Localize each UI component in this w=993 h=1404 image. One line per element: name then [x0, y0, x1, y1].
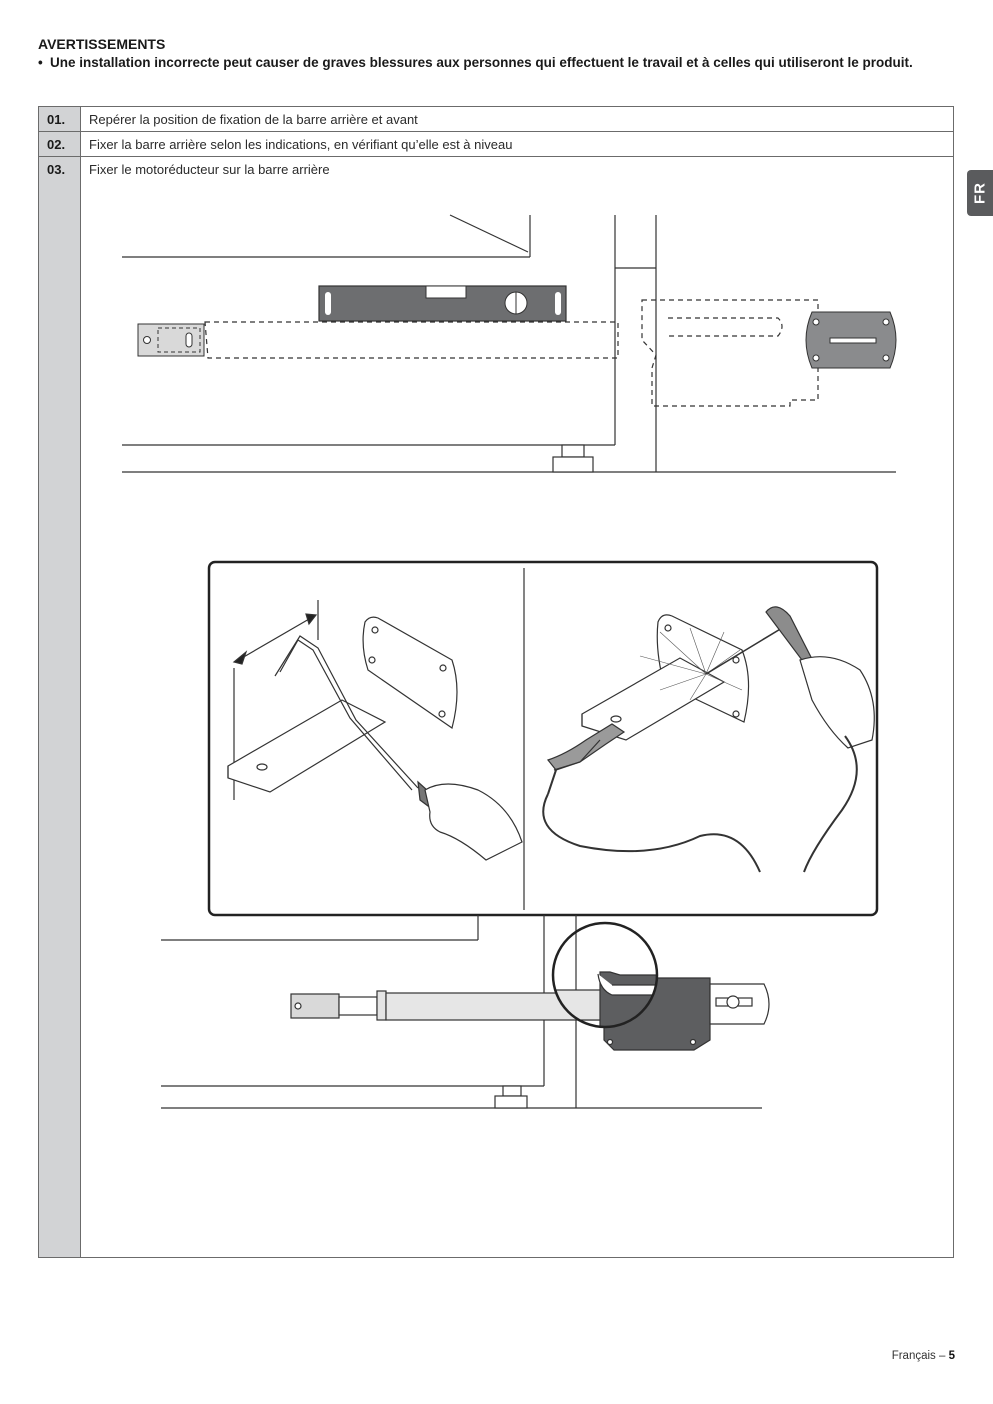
- motor-mount-illustration: [161, 915, 770, 1109]
- steps-table: 01. Repérer la position de fixation de l…: [38, 106, 954, 1258]
- footer-language: Français –: [891, 1350, 946, 1362]
- warning-text: Une installation incorrecte peut causer …: [50, 55, 913, 70]
- gate-level-illustration: [122, 214, 896, 473]
- warning-item: • Une installation incorrecte peut cause…: [38, 55, 958, 71]
- front-bracket-icon: [805, 311, 897, 369]
- page-footer: Français – 5: [892, 1350, 955, 1362]
- language-tab[interactable]: FR: [967, 170, 993, 216]
- page-number: 5: [948, 1350, 955, 1362]
- cutting-illustration: [227, 600, 523, 861]
- welding-illustration: [542, 606, 875, 873]
- bullet: •: [38, 55, 43, 70]
- warnings-title: AVERTISSEMENTS: [38, 36, 166, 52]
- step-text-03: Fixer le motoréducteur sur la barre arri…: [89, 162, 330, 177]
- step-number-03: 03.: [47, 162, 66, 177]
- step-number-01: 01.: [47, 112, 66, 127]
- rear-bracket-icon: [137, 323, 205, 357]
- row-divider: [39, 131, 953, 132]
- row-divider: [39, 156, 953, 157]
- step-text-01: Repérer la position de fixation de la ba…: [89, 112, 418, 127]
- step-number-02: 02.: [47, 137, 66, 152]
- number-column: [39, 107, 81, 1257]
- step-text-02: Fixer la barre arrière selon les indicat…: [89, 137, 513, 152]
- spirit-level-icon: [318, 285, 567, 322]
